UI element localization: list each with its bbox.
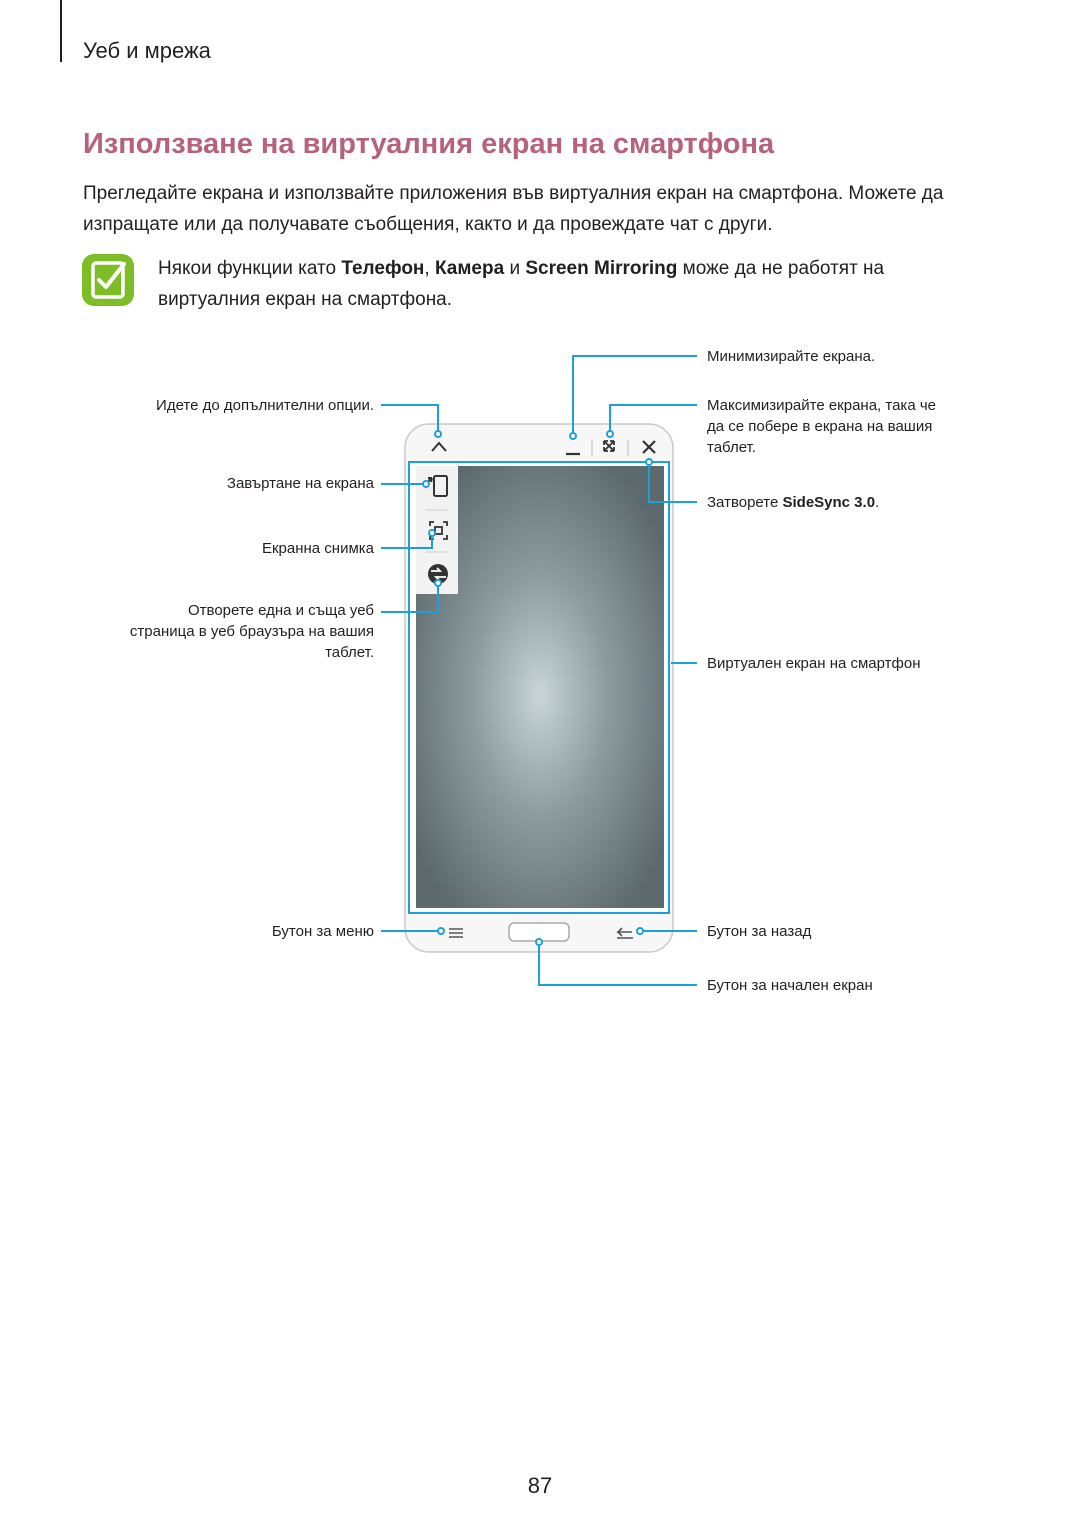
callout-screenshot: Екранна снимка: [261, 540, 374, 557]
maximize-icon: [603, 440, 615, 452]
note-text: Някои функции като Телефон, Камера и Scr…: [158, 258, 885, 310]
callout-more-options: Идете до допълнителни опции.: [156, 397, 374, 414]
menu-key-icon: [449, 928, 463, 938]
callout-home-button: Бутон за начален екран: [707, 977, 873, 994]
callout-virtual-screen: Виртуален екран на смартфон: [707, 655, 921, 672]
more-options-icon: [431, 441, 447, 452]
page-number: 87: [527, 1473, 553, 1498]
note-check-icon: [82, 254, 134, 306]
note-bold-mirroring: Screen Mirroring: [525, 258, 678, 279]
note-bold-phone: Телефон: [341, 258, 425, 279]
callout-menu-button: Бутон за меню: [271, 923, 374, 940]
callout-back-button: Бутон за назад: [707, 923, 812, 940]
intro-paragraph: Прегледайте екрана и използвайте приложе…: [83, 183, 944, 235]
section-title: Уеб и мрежа: [83, 38, 211, 63]
back-key-icon: [616, 927, 633, 939]
section-rule: [60, 0, 62, 62]
callout-close: Затворете SideSync 3.0.: [707, 494, 880, 511]
callout-open-web: Отворете една и съща уеб страница в уеб …: [129, 602, 374, 661]
close-icon: [642, 440, 656, 454]
callout-maximize: Максимизирайте екрана, така че да се поб…: [707, 397, 936, 456]
callout-rotate: Завъртане на екрана: [226, 475, 374, 492]
callout-minimize: Минимизирайте екрана.: [707, 348, 876, 365]
note-bold-camera: Камера: [434, 258, 505, 279]
page-heading: Използване на виртуалния екран на смартф…: [83, 128, 775, 160]
callout-lines: [381, 355, 697, 986]
